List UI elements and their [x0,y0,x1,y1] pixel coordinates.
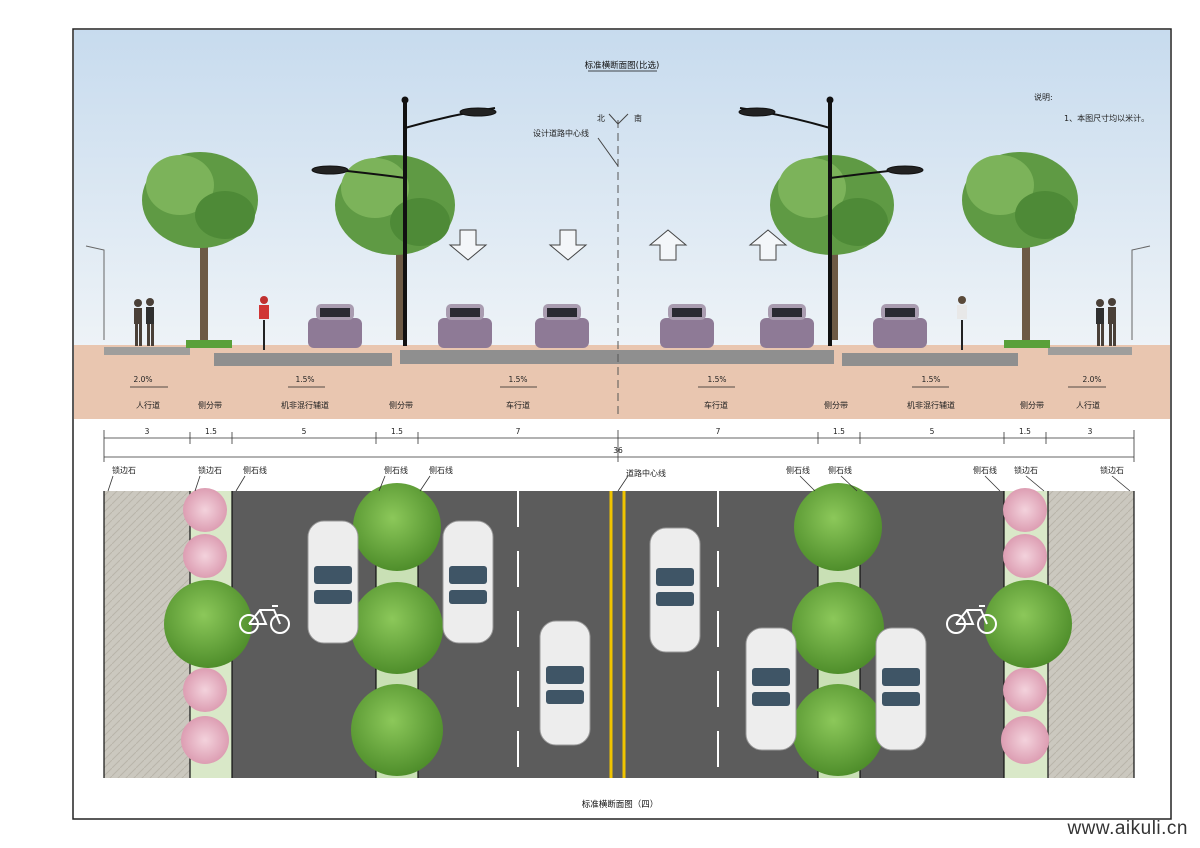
side-stone-label: 侧石线 [786,465,810,475]
side-stone-label: 侧石线 [384,465,408,475]
slope-label: 2.0% [133,375,152,384]
bicycle-icon [239,605,290,634]
compass-icon [608,113,629,125]
side-stone-label: 侧石线 [973,465,997,475]
bush-icon [792,582,884,674]
slope-label: 1.5% [921,375,940,384]
car-top-icon [875,627,927,751]
bush-icon [351,582,443,674]
car-icon [660,304,714,348]
notes-item: 1、本图尺寸均以米计。 [1064,113,1149,123]
arrow-down-icon [548,229,588,261]
road-center-label: 道路中心线 [626,468,666,478]
slope-label: 1.5% [295,375,314,384]
bush-icon [984,580,1072,668]
car-top-icon [442,520,494,644]
car-top-icon [649,527,701,653]
plan-title: 标准横断面图（四） [582,799,659,810]
sidewalk-surface-left [104,347,190,355]
elevation-view [74,30,1170,419]
bicycle-icon [946,605,997,634]
car-top-icon [539,620,591,746]
curb-label: 锁边石 [1014,465,1038,475]
street-lamp-icon [311,96,497,346]
street-lamp-icon [738,96,924,346]
plan-view [103,475,1135,778]
zone-label: 人行道 [1076,400,1100,410]
pedestrian-icon [1096,298,1116,346]
arrow-down-icon [448,229,488,261]
sign-pole-icon [1131,245,1151,340]
cyclist-icon [957,296,967,350]
car-icon [308,304,362,348]
dimension-label: 3 [1088,427,1093,436]
zone-label: 侧分带 [389,400,413,410]
total-width-label: 36 [613,446,623,455]
compass-north: 北 [597,114,605,123]
dimension-label: 7 [716,427,721,436]
aux-road-surface-left [214,353,392,366]
car-icon [535,304,589,348]
dimension-label: 7 [516,427,521,436]
dimension-label: 1.5 [391,427,403,436]
side-stone-label: 侧石线 [243,465,267,475]
car-top-icon [745,627,797,751]
drawing-title: 标准横断面图(比选) [585,60,660,71]
car-icon [760,304,814,348]
dimension-label: 3 [145,427,150,436]
pedestrian-icon [134,298,154,346]
zone-label: 侧分带 [198,400,222,410]
compass-south: 南 [634,113,642,123]
zone-label: 车行道 [704,400,728,410]
sidewalk-surface-right [1048,347,1132,355]
side-stone-label: 侧石线 [429,465,453,475]
bush-icon [792,684,884,776]
dimension-label: 1.5 [205,427,217,436]
notes-heading: 说明: [1034,92,1053,102]
dimension-lines [103,430,1135,462]
watermark: www.aikuli.cn [1067,818,1188,839]
blossom-icon [181,488,229,764]
slope-label: 2.0% [1082,375,1101,384]
car-icon [438,304,492,348]
car-top-icon [307,520,359,644]
curb-label: 锁边石 [112,465,136,475]
arrow-up-icon [748,229,788,261]
dimension-label: 5 [302,427,307,436]
cyclist-icon [259,296,269,350]
bush-icon [164,580,252,668]
zone-label: 侧分带 [1020,400,1044,410]
zone-label: 侧分带 [824,400,848,410]
bush-icon [794,483,882,571]
aux-road-surface-right [842,353,1018,366]
zone-label: 机非混行辅道 [907,400,955,410]
carriageway-surface [400,350,834,364]
centerline-label: 设计道路中心线 [533,128,589,138]
dimension-label: 1.5 [833,427,845,436]
zone-label: 人行道 [136,400,160,410]
zone-label: 车行道 [506,400,530,410]
curb-label: 锁边石 [198,465,222,475]
slope-label: 1.5% [707,375,726,384]
zone-label: 机非混行辅道 [281,400,329,410]
arrow-up-icon [648,229,688,261]
dimension-label: 1.5 [1019,427,1031,436]
blossom-icon [1001,488,1049,764]
bush-icon [353,483,441,571]
slope-label: 1.5% [508,375,527,384]
tree-icon [142,152,258,340]
curb-label: 锁边石 [1100,465,1124,475]
planting-strip-right [1004,340,1050,348]
car-icon [873,304,927,348]
planting-strip-left [186,340,232,348]
dimension-label: 5 [930,427,935,436]
centerline-leader [597,137,619,167]
side-stone-label: 侧石线 [828,465,852,475]
bush-icon [351,684,443,776]
sign-pole-icon [85,245,105,340]
tree-icon [962,152,1078,340]
